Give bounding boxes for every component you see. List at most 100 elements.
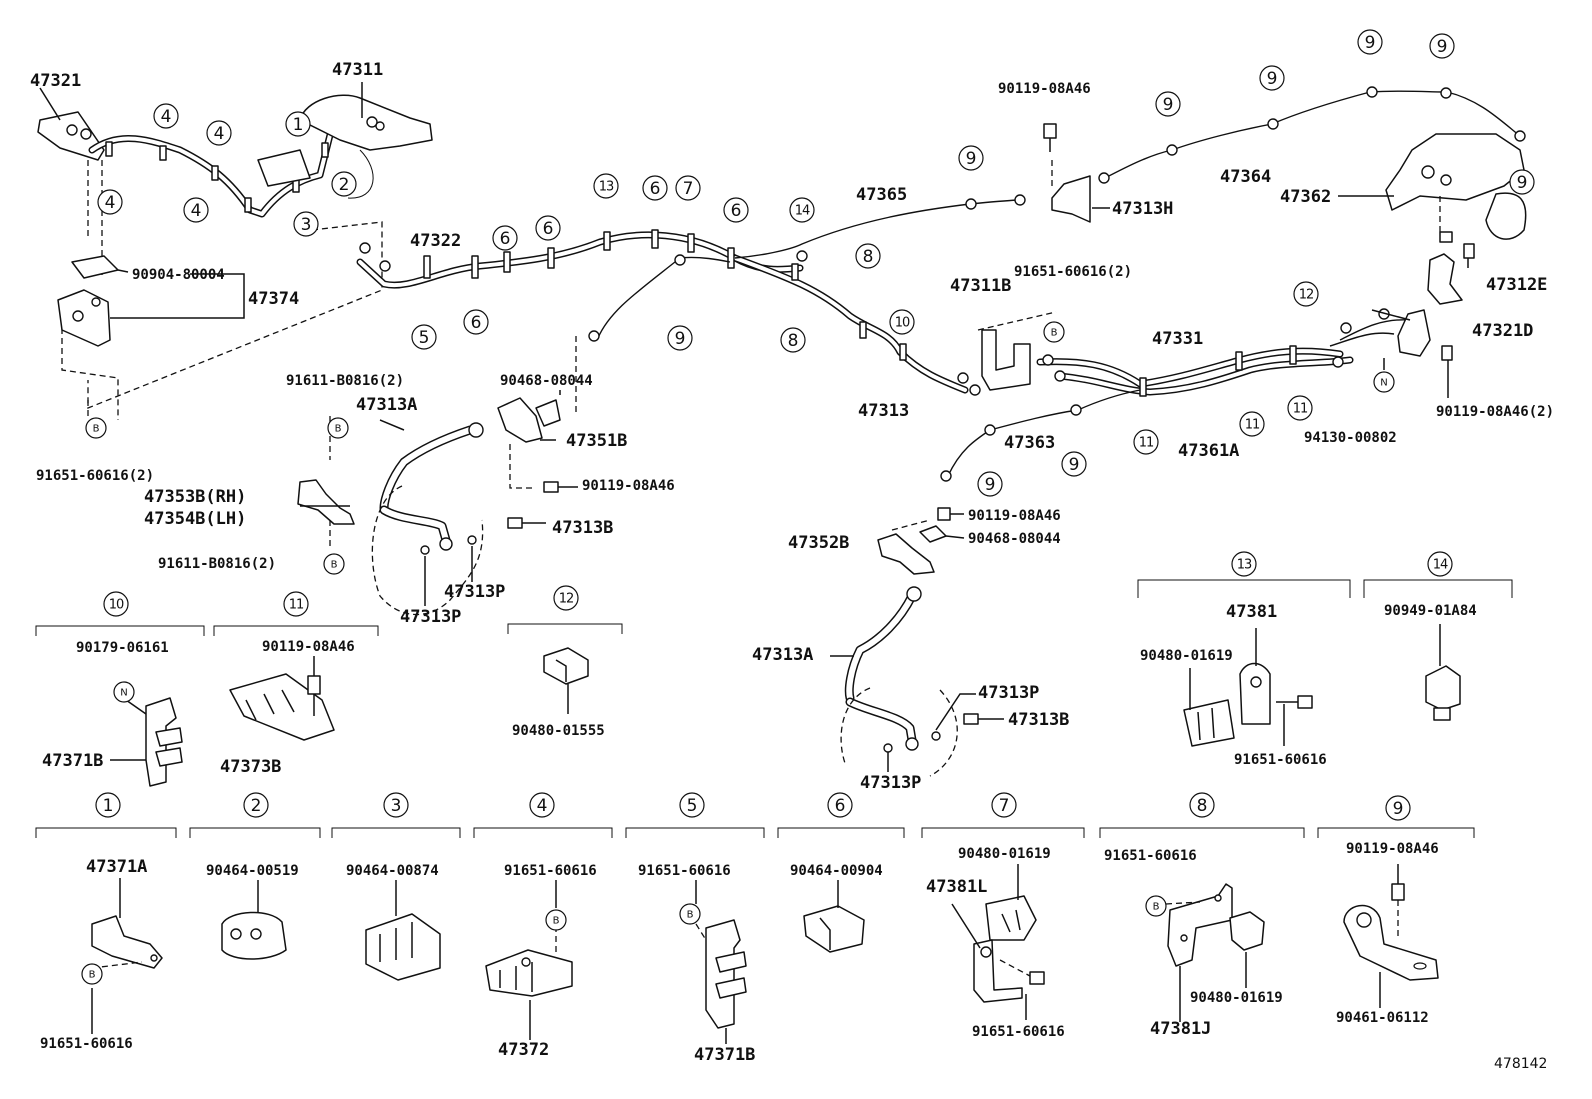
callout-circle — [827, 792, 853, 818]
callout-circle — [642, 175, 668, 201]
callout-number: 5 — [687, 796, 698, 816]
callout-number: 9 — [1163, 95, 1174, 115]
callout-number: 11 — [289, 598, 304, 613]
callout-number: 12 — [1299, 288, 1314, 303]
callout-circle — [1385, 795, 1411, 821]
callout-number: 9 — [1069, 455, 1080, 475]
part-group-14 — [1363, 579, 1513, 721]
label-90904-80004: 90904-80004 — [132, 267, 225, 283]
callout-number: 11 — [1139, 436, 1154, 451]
label-47374: 47374 — [248, 289, 299, 309]
callout-number: 9 — [1267, 69, 1278, 89]
callout-circle — [1259, 65, 1285, 91]
callout-number: 2 — [339, 175, 350, 195]
callout-circle — [492, 225, 518, 251]
callout-circle — [780, 327, 806, 353]
callout-number: N — [1380, 378, 1387, 389]
callout-circle — [95, 792, 121, 818]
callout-circle — [1231, 551, 1257, 577]
label-90468-08044-a: 90468-08044 — [500, 373, 593, 389]
callout-circle — [1145, 895, 1167, 917]
label-47313P-d: 47313P — [860, 773, 921, 793]
label-47371B-b: 47371B — [694, 1045, 755, 1065]
callout-number: 4 — [191, 201, 202, 221]
label-91611-B0816-2b: 91611-B0816(2) — [158, 556, 276, 572]
label-47313P-a: 47313P — [444, 582, 505, 602]
callout-number: 13 — [599, 180, 614, 195]
callout-circle — [1043, 321, 1065, 343]
label-47313B-b: 47313B — [1008, 710, 1069, 730]
callout-circle — [81, 963, 103, 985]
callout-number: 6 — [543, 219, 554, 239]
callout-circle — [1293, 281, 1319, 307]
front-left-tube-group — [37, 82, 433, 420]
part-group-12 — [507, 623, 623, 714]
callout-circle — [293, 211, 319, 237]
callout-number: 9 — [985, 475, 996, 495]
callout-number: 4 — [105, 193, 116, 213]
callout-number: 4 — [161, 107, 172, 127]
callout-number: 13 — [1237, 558, 1252, 573]
callout-circle — [855, 243, 881, 269]
label-91651-60616-2a: 91651-60616(2) — [36, 468, 154, 484]
label-91651-60616-2b: 91651-60616(2) — [1014, 264, 1132, 280]
callout-circle — [723, 197, 749, 223]
label-90179-06161: 90179-06161 — [76, 640, 169, 656]
callout-number: 1 — [103, 796, 114, 816]
label-47311B: 47311B — [950, 276, 1011, 296]
callout-number: 10 — [895, 316, 910, 331]
label-90119-08A46-e: 90119-08A46 — [1346, 841, 1439, 857]
label-47313B-a: 47313B — [552, 518, 613, 538]
label-90461-06112: 90461-06112 — [1336, 1010, 1429, 1026]
label-47352B: 47352B — [788, 533, 849, 553]
callout-number: 9 — [1365, 33, 1376, 53]
callout-circle — [991, 792, 1017, 818]
callout-number: 8 — [863, 247, 874, 267]
callout-number: 8 — [1197, 796, 1208, 816]
callout-circle — [411, 324, 437, 350]
label-91651-60616-a: 91651-60616 — [1234, 752, 1327, 768]
callout-circle — [1133, 429, 1159, 455]
label-90119-08A46-2: 90119-08A46(2) — [1436, 404, 1554, 420]
callout-circle — [283, 591, 309, 617]
callout-number: 9 — [675, 329, 686, 349]
callout-circle — [529, 792, 555, 818]
callout-number: 3 — [301, 215, 312, 235]
part-group-11 — [213, 625, 379, 741]
label-47354B-LH: 47354B(LH) — [144, 509, 246, 529]
callout-circle — [1357, 29, 1383, 55]
callout-circle — [789, 197, 815, 223]
left-flexible-hose-group — [297, 336, 578, 616]
callout-number: 3 — [391, 796, 402, 816]
label-47322: 47322 — [410, 231, 461, 251]
label-47365: 47365 — [856, 185, 907, 205]
callout-number: 11 — [1245, 418, 1260, 433]
callout-circle — [85, 417, 107, 439]
callout-circle — [1429, 33, 1455, 59]
callout-number: 4 — [537, 796, 548, 816]
callout-number: 14 — [795, 204, 810, 219]
label-47362: 47362 — [1280, 187, 1331, 207]
label-90949-01A84: 90949-01A84 — [1384, 603, 1477, 619]
callout-number: 9 — [1437, 37, 1448, 57]
label-90464-00874: 90464-00874 — [346, 863, 439, 879]
label-47313A-b: 47313A — [752, 645, 813, 665]
label-90464-00904: 90464-00904 — [790, 863, 883, 879]
callout-circle — [1287, 395, 1313, 421]
label-91611-B0816-2a: 91611-B0816(2) — [286, 373, 404, 389]
callout-circle — [679, 903, 701, 925]
callout-circle — [1427, 551, 1453, 577]
label-47381L: 47381L — [926, 877, 987, 897]
label-47372: 47372 — [498, 1040, 549, 1060]
callout-number: 9 — [1517, 173, 1528, 193]
callout-number: 8 — [788, 331, 799, 351]
bottom-part-groups — [35, 827, 1475, 1044]
label-47313H: 47313H — [1112, 199, 1173, 219]
callout-number: B — [335, 424, 342, 435]
callout-circle — [206, 120, 232, 146]
callout-number: 10 — [109, 598, 124, 613]
label-47371A: 47371A — [86, 857, 147, 877]
label-91651-60616-f: 91651-60616 — [972, 1024, 1065, 1040]
callout-circle — [553, 585, 579, 611]
